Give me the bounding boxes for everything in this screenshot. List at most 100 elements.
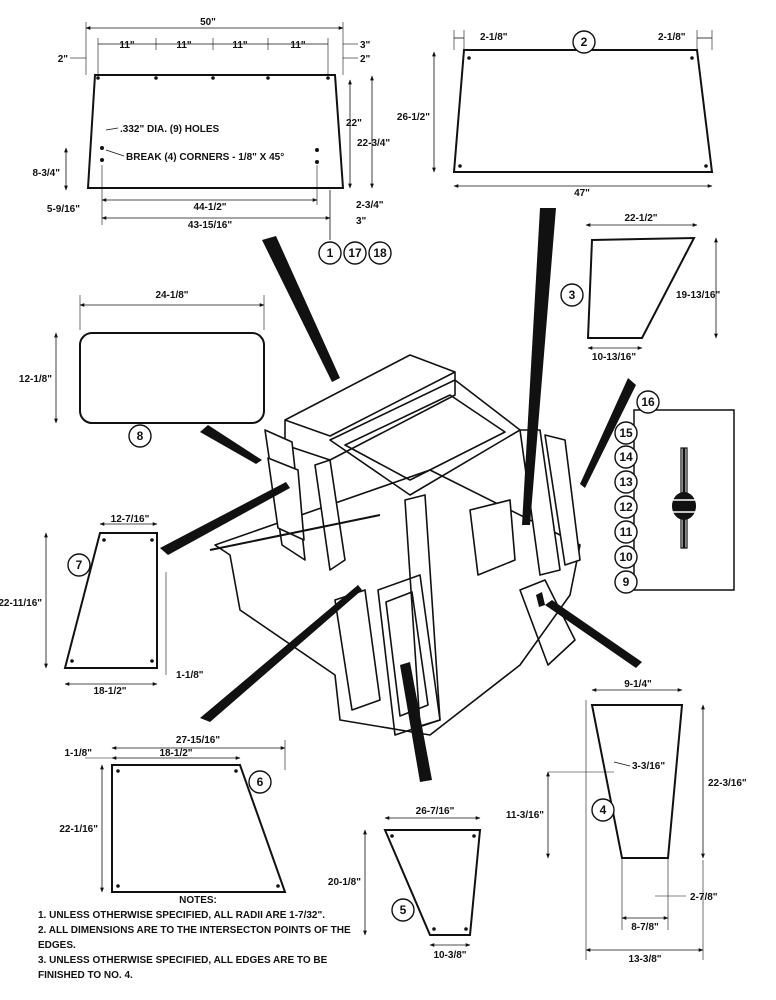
panel-8-height: 12-1/8": [19, 374, 52, 385]
callout-4: 4: [600, 803, 607, 817]
notes-title: NOTES:: [179, 895, 217, 906]
panel-3-callout-circle: [560, 283, 584, 307]
panel-4-left-height: 11-3/16": [506, 810, 544, 821]
panel-1-bottom-width-2: 43-15/16": [188, 220, 232, 231]
panel-2-right-offset: 2-1/8": [658, 32, 686, 43]
panel-1-left-offset: 2": [58, 54, 69, 65]
panel-5-callout-circle: [391, 898, 415, 922]
panel-4-right-bottom: 2-7/8": [690, 892, 718, 903]
callout-8: 8: [137, 429, 144, 443]
panel-1-right-top-2: 2": [360, 54, 371, 65]
callout-15: 15: [619, 426, 633, 440]
panel-8-callout-circle: [128, 424, 152, 448]
leader-wedges: [160, 208, 642, 782]
note-3: 3. UNLESS OTHERWISE SPECIFIED, ALL EDGES…: [38, 955, 328, 981]
panel-5-bottom-width: 10-3/8": [433, 950, 466, 961]
panel-4-chamfer: 3-3/16": [632, 761, 665, 772]
callout-18: 18: [373, 246, 387, 260]
panel-6-outline: [111, 764, 287, 893]
panel-5: [363, 816, 482, 947]
panel-1-right-bottom-2: 3": [356, 216, 367, 227]
panel-3: [585, 223, 718, 350]
panel-7-outline: [63, 532, 158, 669]
callout-1: 1: [327, 246, 334, 260]
panel-1-height-inner: 22": [346, 118, 362, 129]
panel-1-holes-note: .332" DIA. (9) HOLES: [120, 124, 220, 135]
panel-4: [546, 688, 705, 960]
panel-7-height: 22-11/16": [0, 598, 42, 609]
panel-6-left-offset: 1-1/8": [64, 748, 92, 759]
note-2: 2. ALL DIMENSIONS ARE TO THE INTERSECTON…: [38, 925, 351, 951]
panel-1-right-bottom-1: 2-3/4": [356, 200, 384, 211]
callout-11: 11: [620, 525, 633, 539]
panel-4-top-width: 9-1/4": [624, 679, 652, 690]
note-1: 1. UNLESS OTHERWISE SPECIFIED, ALL RADII…: [38, 910, 326, 921]
panel-2-callout-circle: [572, 30, 596, 54]
cab-door: [377, 574, 441, 736]
panel-3-outline: [586, 236, 696, 339]
panel-8-outline: [79, 332, 265, 424]
panel-1-callouts: 1 17 18: [318, 241, 392, 265]
panel-4-overall-width: 13-3/8": [628, 954, 661, 965]
detail-16-callouts: 16 15 14 13 12 11 10 9: [614, 390, 660, 594]
cab-illustration: [209, 354, 581, 736]
panel-7-right-offset: 1-1/8": [176, 670, 204, 681]
panel-6-height: 22-1/16": [59, 824, 98, 835]
panel-4-bottom-width: 8-7/8": [631, 922, 659, 933]
panel-3-width-top: 22-1/2": [624, 213, 657, 224]
panel-6: [85, 740, 287, 893]
panel-1-overall-width: 50": [200, 17, 216, 28]
panel-6-callout-circle: [248, 770, 272, 794]
panel-4-height: 22-3/16": [708, 778, 747, 789]
panel-2-left-offset: 2-1/8": [480, 32, 508, 43]
panel-4-outline: [590, 704, 684, 859]
callout-3: 3: [569, 288, 576, 302]
panel-1-left-height: 8-3/4": [32, 168, 60, 179]
callout-5: 5: [400, 903, 407, 917]
cab-front-post-left: [314, 459, 346, 571]
detail-16-seal: [633, 409, 735, 591]
panel-1-bottom-width-1: 44-1/2": [193, 202, 226, 213]
panel-1-outline: [86, 74, 345, 189]
callout-16: 16: [641, 395, 655, 409]
callout-14: 14: [619, 450, 633, 464]
cab-roof: [284, 354, 456, 461]
callout-12: 12: [619, 500, 633, 514]
panel-1-segment-4: 11": [290, 40, 306, 51]
callout-10: 10: [619, 550, 633, 564]
panel-2-rear-window: [432, 30, 714, 188]
panel-4-callout-circle: [591, 798, 615, 822]
panel-6-overall-width: 27-15/16": [176, 735, 220, 746]
panel-7-top-width: 12-7/16": [111, 514, 150, 525]
panel-1-segment-2: 11": [176, 40, 192, 51]
panel-3-height: 19-13/16": [676, 290, 720, 301]
panel-1-windshield: [64, 22, 374, 240]
callout-2: 2: [581, 35, 588, 49]
panel-1-segment-1: 11": [119, 40, 135, 51]
panel-8: [54, 295, 265, 424]
callout-17: 17: [348, 246, 362, 260]
panel-1-holes: [96, 76, 330, 164]
panel-2-height: 26-1/2": [397, 112, 430, 123]
panel-1-corners-note: BREAK (4) CORNERS - 1/8" X 45°: [126, 152, 284, 163]
panel-1-left-bottom: 5-9/16": [47, 204, 80, 215]
panel-1-segment-3: 11": [232, 40, 248, 51]
panel-7-callout-circle: [67, 553, 91, 577]
callout-13: 13: [619, 475, 633, 489]
panel-5-outline: [383, 829, 482, 936]
panel-1-right-top-1: 3": [360, 40, 371, 51]
panel-7-bottom-width: 18-1/2": [93, 686, 126, 697]
panel-5-top-width: 26-7/16": [416, 806, 455, 817]
notes-block: NOTES: 1. UNLESS OTHERWISE SPECIFIED, AL…: [38, 893, 368, 983]
panel-5-height: 20-1/8": [328, 877, 361, 888]
callout-6: 6: [257, 775, 264, 789]
panel-8-width: 24-1/8": [155, 290, 188, 301]
panel-6-top-width: 18-1/2": [159, 748, 192, 759]
panel-2-width: 47": [574, 188, 590, 199]
panel-2-outline: [452, 49, 714, 173]
panel-7: [44, 522, 167, 686]
panel-3-bottom-width: 10-13/16": [592, 352, 636, 363]
callout-7: 7: [76, 558, 83, 572]
callout-9: 9: [623, 575, 630, 589]
cab-seat: [469, 499, 516, 576]
